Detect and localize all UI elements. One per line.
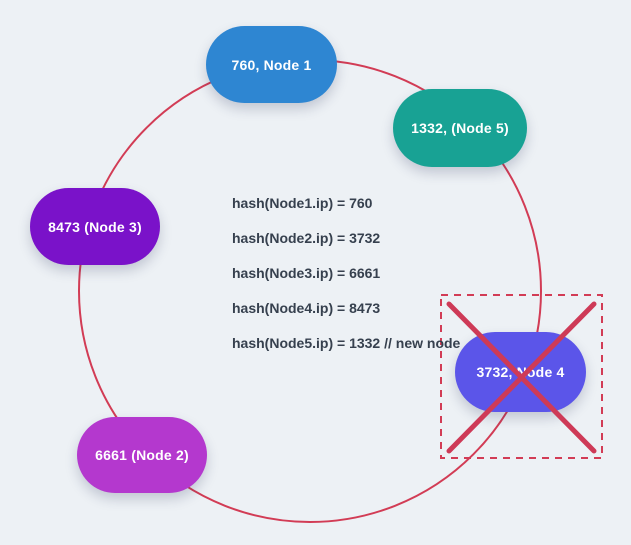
hash-assignments: hash(Node1.ip) = 760 hash(Node2.ip) = 37… <box>232 186 460 361</box>
hash-assignment-line: hash(Node5.ip) = 1332 // new node <box>232 335 461 351</box>
node-pill-1: 760, Node 1 <box>206 26 337 103</box>
node-label: 6661 (Node 2) <box>95 447 189 463</box>
node-pill-2: 6661 (Node 2) <box>77 417 207 493</box>
node-pill-5: 1332, (Node 5) <box>393 89 527 167</box>
node-pill-3: 8473 (Node 3) <box>30 188 160 265</box>
hash-assignment-line: hash(Node1.ip) = 760 <box>232 195 373 211</box>
hash-assignment-line: hash(Node2.ip) = 3732 <box>232 230 381 246</box>
node-pill-4: 3732, Node 4 <box>455 332 586 412</box>
hash-assignment-line: hash(Node3.ip) = 6661 <box>232 265 381 281</box>
node-label: 1332, (Node 5) <box>411 120 509 136</box>
node-label: 760, Node 1 <box>231 56 312 73</box>
node-label: 3732, Node 4 <box>476 364 565 380</box>
node-label: 8473 (Node 3) <box>48 218 142 235</box>
hash-assignment-line: hash(Node4.ip) = 8473 <box>232 300 381 316</box>
